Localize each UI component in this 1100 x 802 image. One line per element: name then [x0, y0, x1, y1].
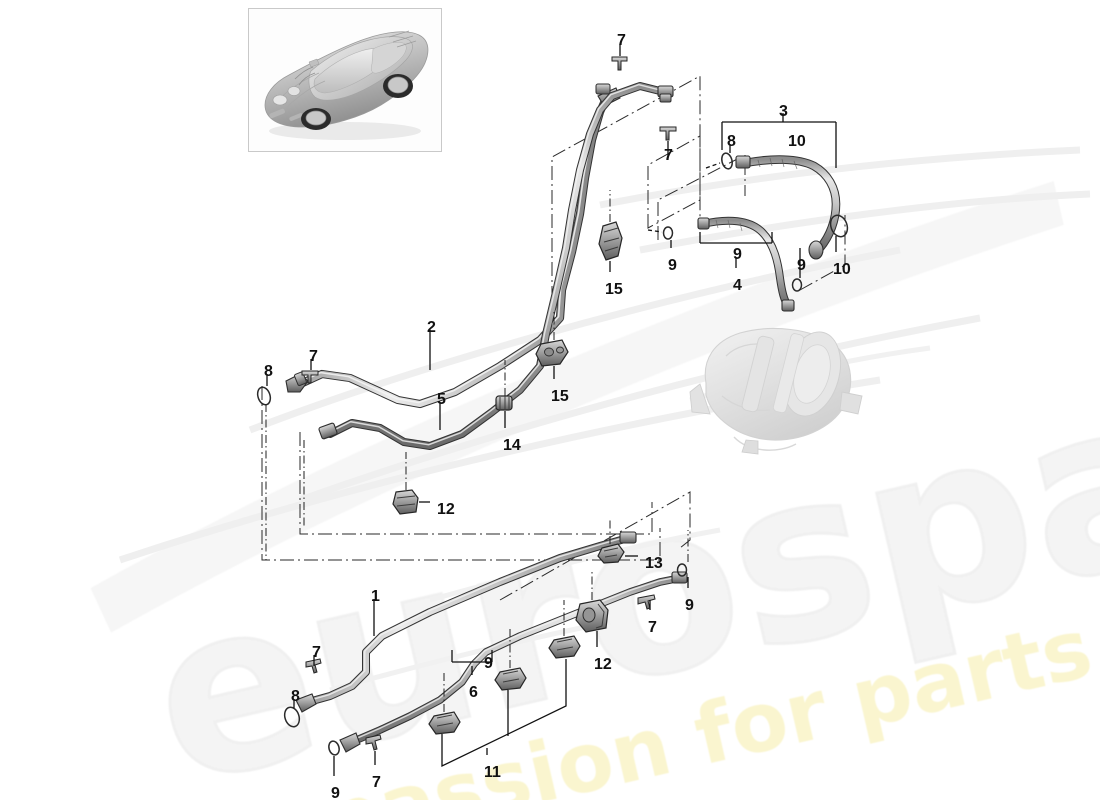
callout-12-upper: 12 — [437, 501, 455, 518]
front-intakes — [269, 108, 303, 121]
clamp-13 — [597, 543, 625, 564]
ac-compressor — [689, 328, 863, 455]
vehicle-thumbnail — [248, 8, 442, 152]
o-ring-9-bottom-right — [676, 563, 688, 577]
o-ring-10-mid — [829, 214, 849, 238]
side-window — [370, 42, 407, 74]
callout-4: 4 — [733, 277, 742, 294]
callout-6: 6 — [469, 684, 478, 701]
callout-7-bottom-right: 7 — [648, 619, 657, 636]
o-ring-8-left — [256, 386, 272, 406]
clamp-11-a — [428, 711, 461, 735]
callout-7-top: 7 — [617, 32, 626, 49]
clamp-11-c — [548, 635, 581, 659]
o-ring-9-right — [791, 278, 803, 292]
bracket-clamp-15-upper — [598, 221, 623, 261]
callout-3: 3 — [779, 103, 788, 120]
callout-8-bottom: 8 — [291, 688, 300, 705]
callout-9-mid-left: 9 — [668, 257, 677, 274]
callout-2: 2 — [427, 319, 436, 336]
clamp-set-11 — [428, 635, 581, 735]
callout-10-top: 10 — [788, 133, 806, 150]
bracket-clamp-15-lower — [535, 339, 569, 367]
clamp-12-upper — [392, 489, 419, 515]
callout-1: 1 — [371, 588, 380, 605]
callout-11: 11 — [484, 764, 501, 781]
callout-8-top: 8 — [727, 133, 736, 150]
callout-9-bracket: 9 — [484, 655, 493, 672]
bolt-7-top — [611, 56, 628, 71]
callout-7-bottom-left: 7 — [312, 644, 321, 661]
callout-9-mid: 9 — [733, 246, 742, 263]
assembly-boundary-boxes — [261, 75, 846, 601]
bolt-7-bottom2 — [365, 734, 382, 751]
headlight-right — [287, 86, 301, 96]
callout-8-left: 8 — [264, 363, 273, 380]
callout-12-lower: 12 — [594, 656, 612, 673]
bolts-7 — [301, 56, 677, 751]
side-mirror — [308, 58, 320, 68]
refrigerant-hose-4 — [697, 216, 795, 312]
callout-15-lower: 15 — [551, 388, 569, 405]
o-ring-9-left — [662, 226, 674, 240]
o-rings — [256, 152, 849, 756]
callout-15-upper: 15 — [605, 281, 623, 298]
grommet-14 — [495, 395, 513, 411]
leader-lines — [266, 44, 837, 776]
callout-9-mid-right: 9 — [797, 257, 806, 274]
engine-detail — [294, 66, 316, 86]
callout-stems — [265, 190, 689, 712]
engine-vents — [388, 30, 417, 48]
clamp-11-b — [494, 667, 527, 691]
callout-7-upper: 7 — [664, 147, 673, 164]
watermark-swoosh — [90, 181, 1064, 633]
wheels — [301, 74, 413, 130]
refrigerant-line-1 — [295, 531, 637, 713]
bolt-7-bottom-right — [637, 594, 656, 610]
callout-9-bottom-right: 9 — [685, 597, 694, 614]
callout-5: 5 — [437, 391, 446, 408]
refrigerant-line-6 — [339, 571, 688, 753]
o-ring-8-bottom — [283, 706, 301, 728]
callout-9-bottom: 9 — [331, 785, 340, 802]
callout-10-mid: 10 — [833, 261, 851, 278]
bracket-11 — [441, 659, 567, 768]
refrigerant-hose-3 — [735, 155, 841, 260]
refrigerant-line-5 — [318, 82, 674, 450]
callout-7-left: 7 — [309, 348, 318, 365]
bolt-7-left — [301, 370, 319, 384]
callout-7-bottom2: 7 — [372, 774, 381, 791]
bolt-7-upper — [659, 126, 677, 141]
callout-13: 13 — [645, 555, 663, 572]
clamp-12-lower — [575, 599, 609, 633]
o-ring-8-top — [721, 152, 733, 170]
headlight-left — [272, 94, 288, 106]
callout-14: 14 — [503, 437, 521, 454]
o-ring-9-bottom — [328, 740, 340, 756]
